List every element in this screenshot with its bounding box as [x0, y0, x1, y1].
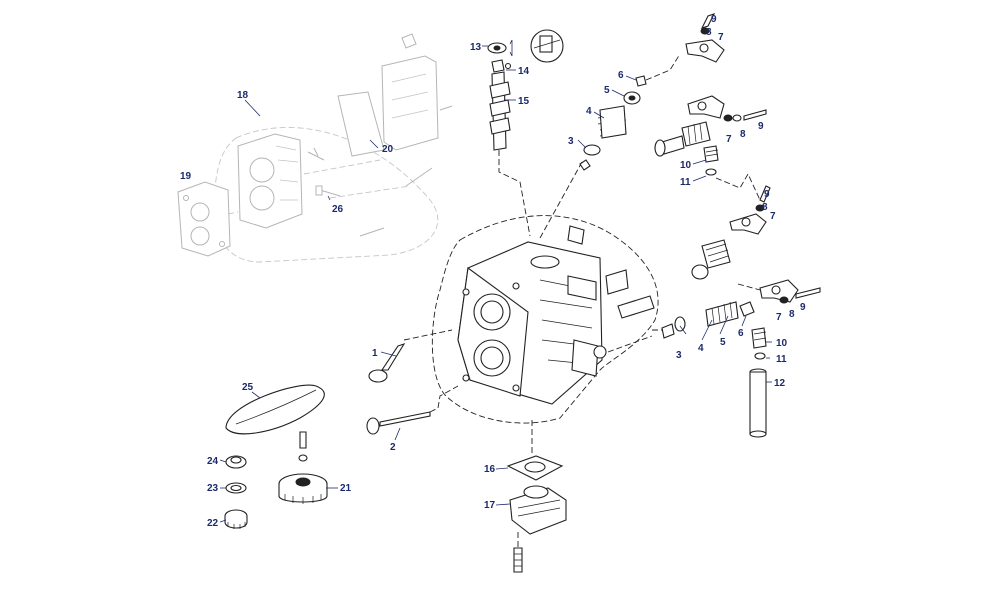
callout-7: 7	[718, 32, 724, 43]
cylinder-head	[431, 215, 659, 424]
callout-19: 19	[180, 171, 192, 182]
callout-23: 23	[207, 483, 219, 494]
valve-guide	[617, 295, 655, 319]
head-plug	[567, 225, 585, 245]
fuel-pump-assembly	[506, 420, 567, 573]
camshaft-assembly	[487, 29, 564, 237]
callout-25: 25	[242, 382, 254, 393]
callout-26: 26	[332, 204, 344, 215]
lifter-washer	[754, 352, 766, 360]
adjust-screw	[759, 185, 771, 203]
intake-valve	[368, 329, 453, 383]
valve-spring	[701, 239, 731, 269]
timing-belt	[225, 384, 325, 435]
callout-7-lower: 7	[776, 312, 782, 323]
valve-spring	[599, 105, 627, 139]
callout-7-right: 7	[770, 211, 776, 222]
callout-11-lower: 11	[776, 354, 787, 365]
callout-3: 3	[568, 136, 574, 147]
adjust-screw	[795, 287, 821, 299]
callout-13: 13	[470, 42, 482, 53]
right-upper-valve-group	[654, 95, 767, 201]
timing-belt-group	[224, 384, 328, 529]
callout-10-lower: 10	[776, 338, 788, 349]
callout-6: 6	[618, 70, 624, 81]
callout-20: 20	[382, 144, 394, 155]
upper-rocker-group	[685, 13, 725, 63]
callout-9-mid: 9	[758, 121, 764, 132]
callout-24: 24	[207, 456, 219, 467]
callout-10: 10	[680, 160, 692, 171]
valve-spring	[681, 121, 711, 147]
lifter-washer	[705, 168, 717, 176]
camshaft-pin	[504, 62, 512, 70]
callout-1: 1	[372, 348, 378, 359]
callout-17: 17	[484, 500, 496, 511]
callout-4-lower: 4	[698, 343, 704, 354]
callout-9: 9	[711, 14, 717, 25]
adjust-screw	[700, 13, 716, 29]
callout-7-mid: 7	[726, 134, 732, 145]
callout-6-lower: 6	[738, 328, 744, 339]
callout-21: 21	[340, 483, 352, 494]
callout-4: 4	[586, 106, 592, 117]
pushrod	[749, 368, 767, 438]
callout-5-lower: 5	[720, 337, 726, 348]
right-lower-valve-group	[607, 239, 821, 360]
fuel-pump	[509, 487, 567, 535]
ghost-cover-assembly	[177, 33, 453, 263]
lock-nut	[700, 27, 710, 35]
callout-8-lower: 8	[789, 309, 795, 320]
callout-8-mid: 8	[740, 129, 746, 140]
cover-gasket	[337, 91, 385, 157]
callout-12: 12	[774, 378, 786, 389]
callout-11: 11	[680, 177, 691, 188]
callout-8-right: 8	[762, 202, 768, 213]
callout-5: 5	[604, 85, 610, 96]
valve-cotter	[635, 75, 647, 87]
adjust-screw	[743, 109, 767, 121]
leader-lines	[219, 45, 772, 523]
valve-spring	[705, 301, 739, 327]
head-plug	[605, 269, 629, 295]
callout-labels: 1 2 3 4 5 6 7 8 9 10 11 12 13 14 15 16 1…	[180, 14, 806, 529]
cylinder-head-cover	[381, 55, 439, 151]
callout-8: 8	[706, 27, 712, 38]
callout-18: 18	[237, 90, 249, 101]
upper-valve-spring-group	[539, 53, 681, 239]
callout-3-lower: 3	[676, 350, 682, 361]
callout-16: 16	[484, 464, 496, 475]
callout-2: 2	[390, 442, 396, 453]
ghost-cylinder-head	[237, 133, 303, 229]
callout-9-right: 9	[764, 189, 770, 200]
lifter-spring	[751, 327, 767, 349]
spring-seat	[583, 144, 601, 156]
right-middle-rocker-group	[729, 185, 771, 235]
exhaust-valve	[366, 385, 459, 435]
callout-15: 15	[518, 96, 530, 107]
lifter-spring	[703, 145, 719, 163]
callout-14: 14	[518, 66, 530, 77]
callout-9-lower: 9	[800, 302, 806, 313]
callout-22: 22	[207, 518, 219, 529]
